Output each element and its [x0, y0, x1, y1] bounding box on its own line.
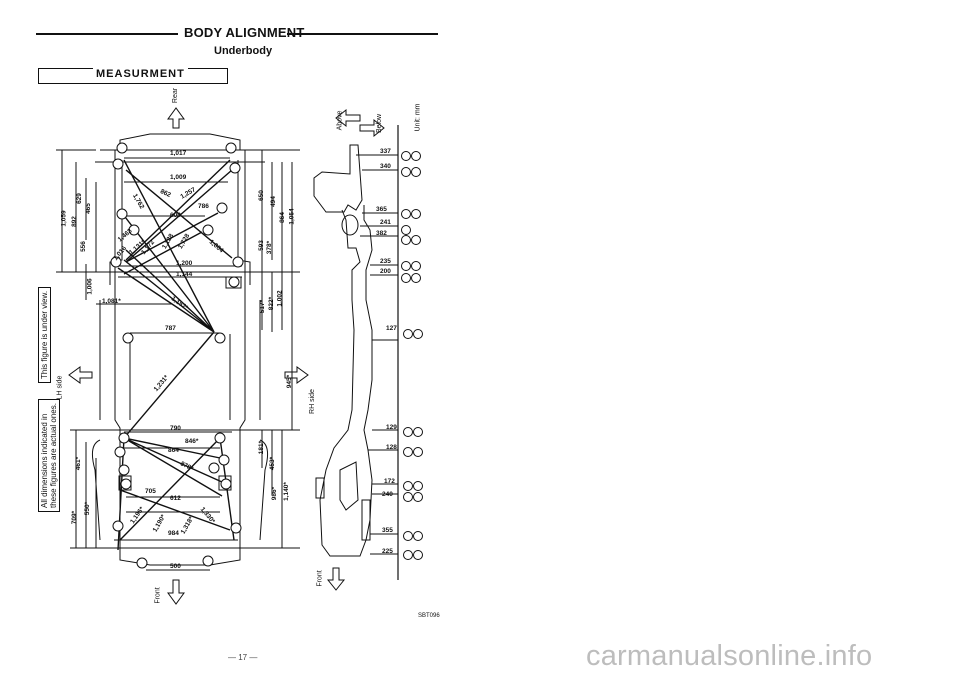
dim-984: 984	[168, 530, 179, 537]
below-arrow-icon	[359, 118, 385, 138]
dim-1144: 1,144	[176, 271, 193, 278]
front-side-arrow-icon	[326, 567, 346, 591]
dim-786: 786	[198, 203, 209, 210]
rear-arrow-icon	[167, 107, 185, 129]
side-365: 365	[376, 206, 387, 213]
dim-864: 864	[168, 447, 179, 454]
page-number: — 17 —	[228, 653, 258, 662]
dim-705: 705	[145, 488, 156, 495]
front-arrow-icon	[167, 579, 185, 605]
above-arrow-icon	[335, 108, 361, 128]
side-128: 128	[386, 444, 397, 451]
side-127: 127	[386, 325, 397, 332]
side-172: 172	[384, 478, 395, 485]
side-235: 235	[380, 258, 391, 265]
side-240: 240	[382, 491, 393, 498]
lh-arrow-icon	[68, 366, 93, 384]
dim-1017: 1,017	[170, 150, 187, 157]
dim-787: 787	[165, 325, 176, 332]
side-337: 337	[380, 148, 391, 155]
section-label: MEASURMENT	[93, 68, 188, 80]
side-225: 225	[382, 548, 393, 555]
watermark: carmanualsonline.info	[586, 640, 873, 672]
side-340: 340	[380, 163, 391, 170]
dim-1200: 1,200	[176, 260, 193, 267]
dim-500: 500	[170, 563, 181, 570]
figure-id: SBT096	[418, 613, 440, 619]
page-subtitle: Underbody	[214, 45, 273, 57]
header-rule-right	[287, 33, 438, 35]
dim-612: 612	[170, 495, 181, 502]
side-382: 382	[376, 230, 387, 237]
side-355: 355	[382, 527, 393, 534]
dim-1009: 1,009	[170, 174, 187, 181]
dim-846: 846*	[185, 438, 199, 445]
dim-600: 600	[170, 212, 181, 219]
section-box: MEASURMENT	[38, 68, 228, 84]
side-200: 200	[380, 268, 391, 275]
page-title: BODY ALIGNMENT	[184, 25, 305, 40]
dim-790: 790	[170, 425, 181, 432]
header-rule-left	[36, 33, 178, 35]
side-241: 241	[380, 219, 391, 226]
side-129: 129	[386, 424, 397, 431]
dim-1081: 1,081*	[102, 298, 121, 305]
rh-arrow-icon	[284, 366, 309, 384]
